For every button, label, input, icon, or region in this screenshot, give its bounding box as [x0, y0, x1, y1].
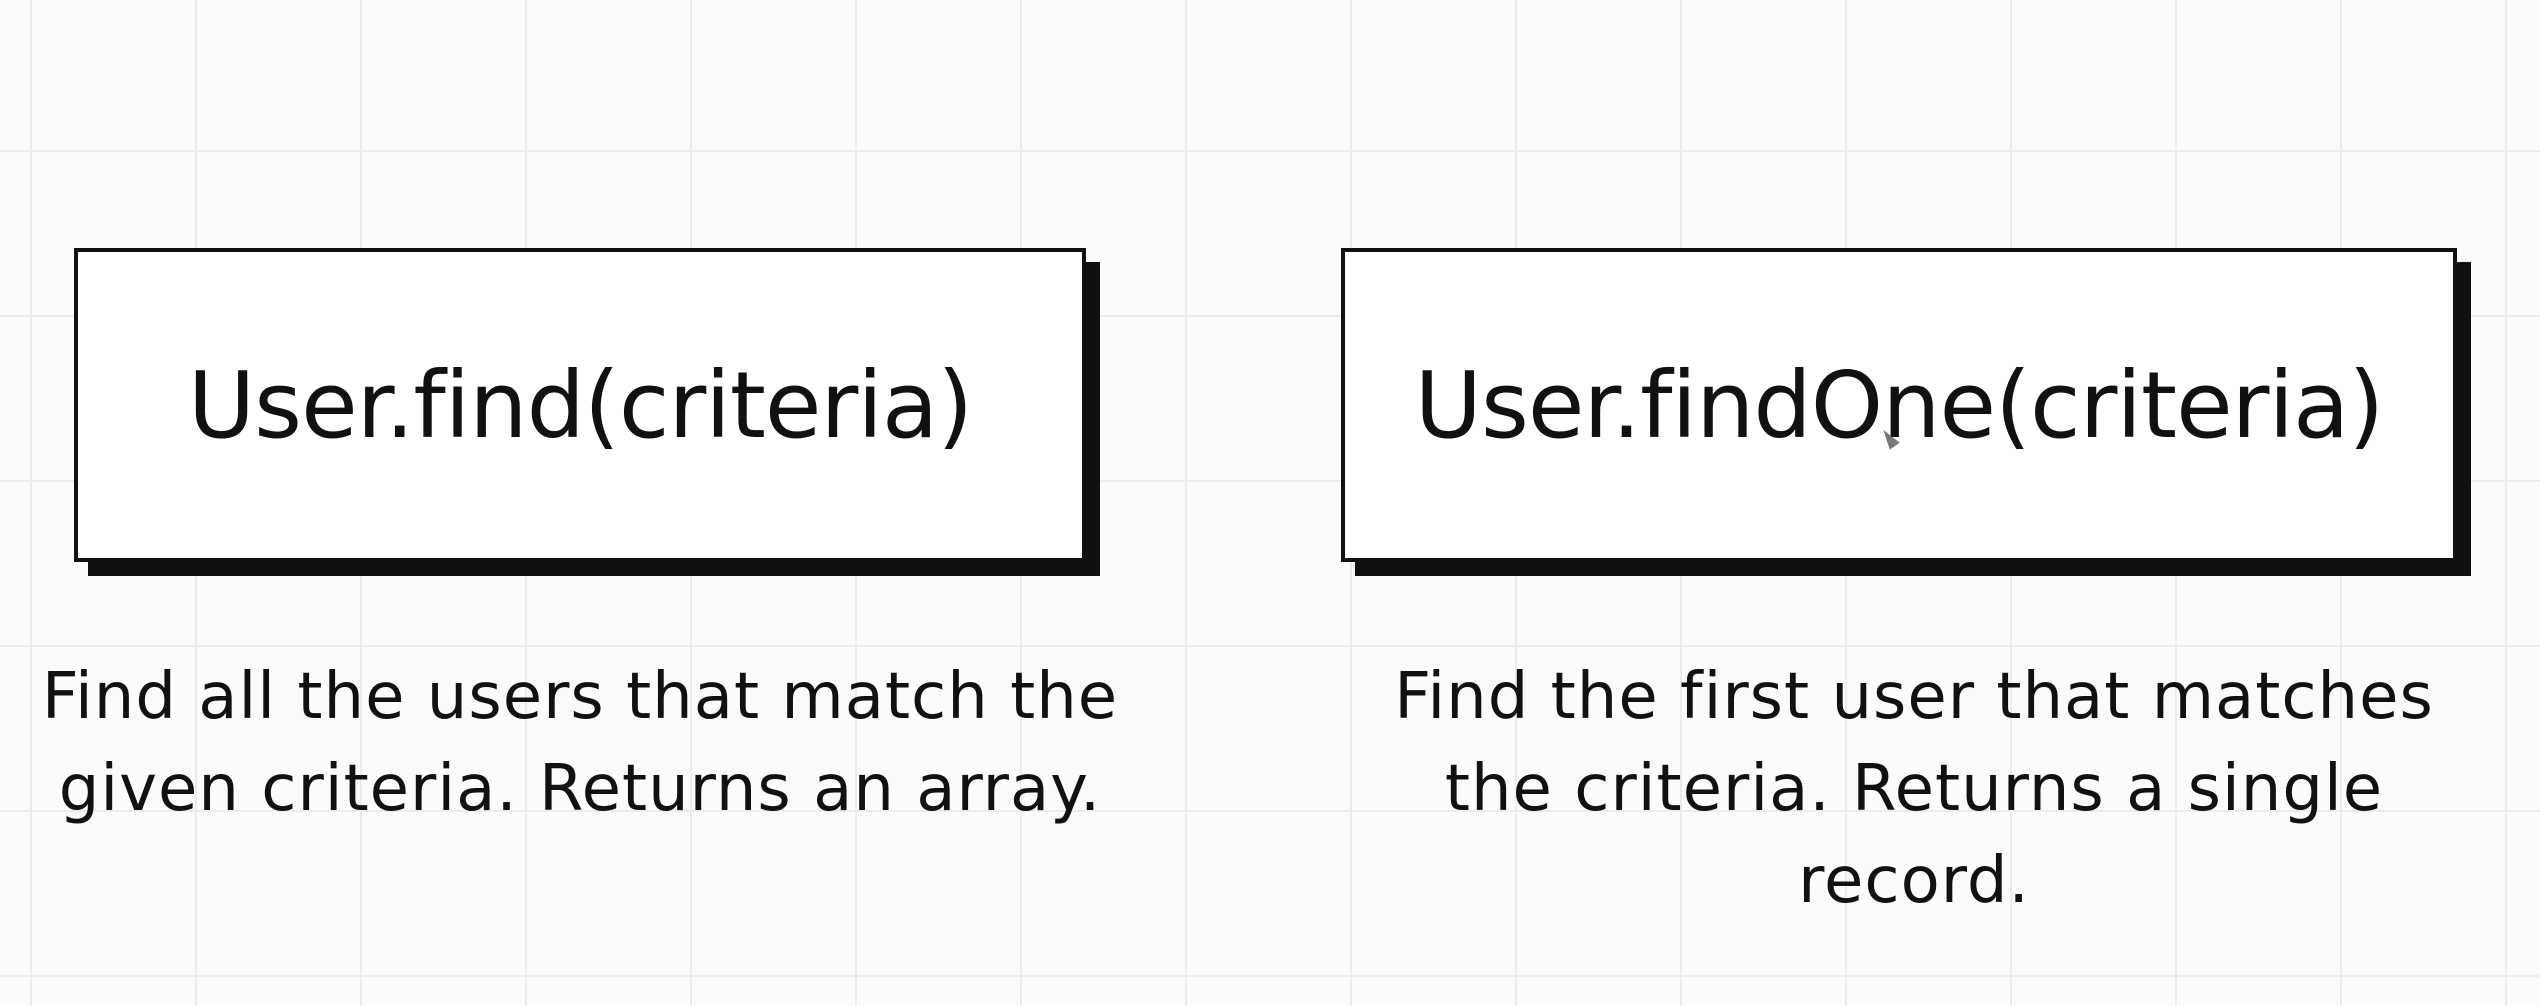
find-method-title: User.find(criteria) — [187, 351, 973, 459]
findone-method-box: User.findOne(criteria) — [1341, 248, 2457, 562]
find-description-line-2: given criteria. Returns an array. — [58, 752, 1102, 826]
find-description-line-1: Find all the users that match the — [41, 660, 1119, 734]
findone-description: Find the first user that matches the cri… — [1330, 651, 2498, 927]
findone-description-line-2: the criteria. Returns a single — [1444, 752, 2384, 826]
findone-method-title: User.findOne(criteria) — [1414, 351, 2385, 459]
findone-description-line-1: Find the first user that matches — [1394, 660, 2434, 734]
findone-description-line-3: record. — [1798, 844, 2030, 918]
find-method-box: User.find(criteria) — [74, 248, 1086, 562]
find-description: Find all the users that match the given … — [0, 651, 1160, 835]
